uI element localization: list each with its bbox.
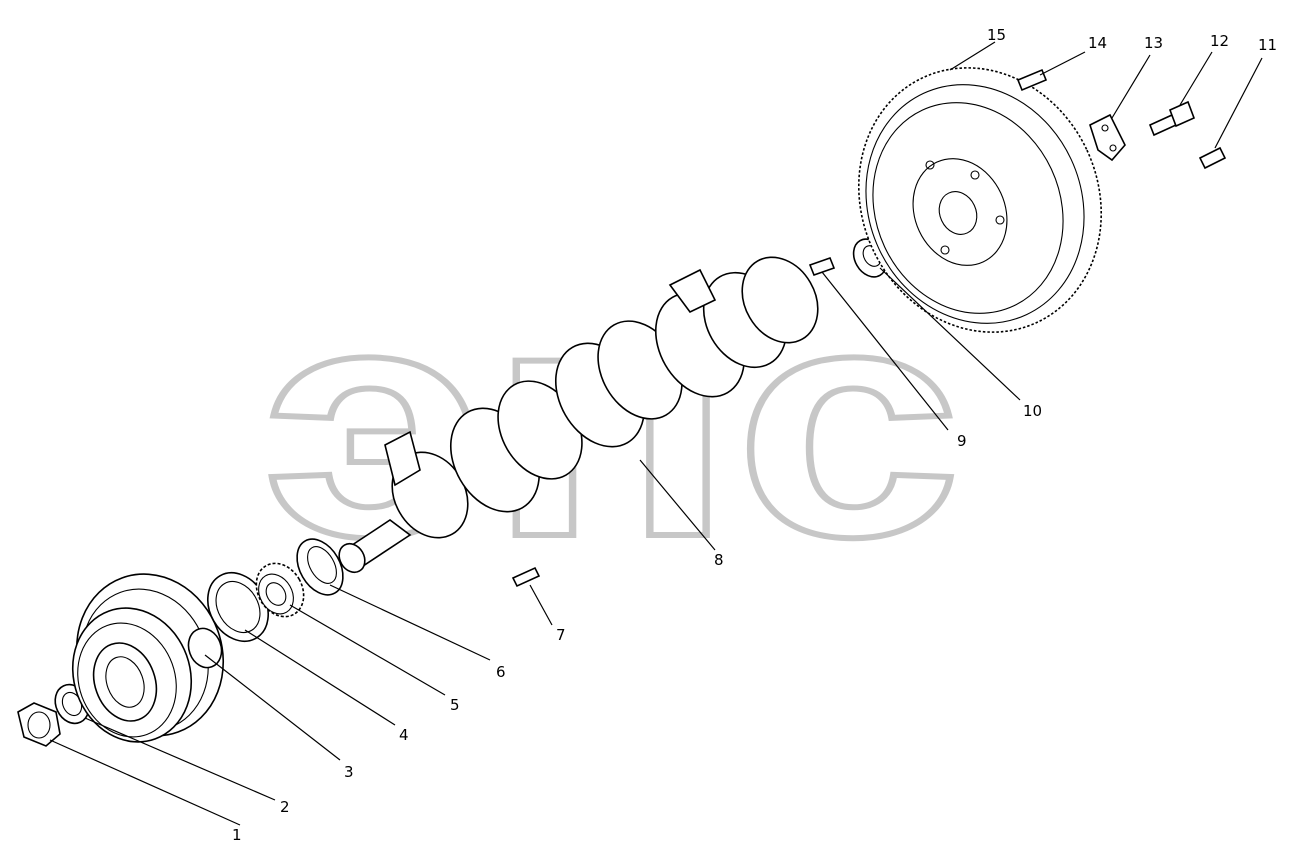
callout-2: 2 [280,798,290,816]
callout-3: 3 [344,763,354,781]
callout-7: 7 [556,626,566,644]
callout-14: 14 [1088,34,1107,52]
part-gear [255,562,305,618]
part-flywheel-bolt [1148,100,1196,137]
callout-4: 4 [399,726,409,744]
callout-5: 5 [450,696,460,714]
part-pulley [71,573,225,743]
callout-13: 13 [1144,34,1163,52]
callout-1: 1 [232,826,242,844]
part-stud [1016,68,1048,92]
callout-6: 6 [496,663,506,681]
part-small-bolt [1198,146,1227,170]
leader-lines [49,41,1263,826]
part-thrust-washer [296,538,344,596]
part-lock-plate [1089,113,1126,162]
callout-9: 9 [957,432,967,450]
callout-labels: 1 2 3 4 5 6 7 8 9 10 11 12 13 14 15 [232,26,1277,844]
part-crankshaft [338,256,819,574]
part-dowel [808,256,836,277]
callout-15: 15 [987,26,1006,44]
callout-11: 11 [1258,36,1277,54]
part-flywheel [857,67,1103,333]
part-hex-nut [17,702,61,747]
part-key [511,566,541,588]
callout-8: 8 [714,551,724,569]
callout-12: 12 [1210,32,1229,50]
callout-10: 10 [1023,402,1042,420]
